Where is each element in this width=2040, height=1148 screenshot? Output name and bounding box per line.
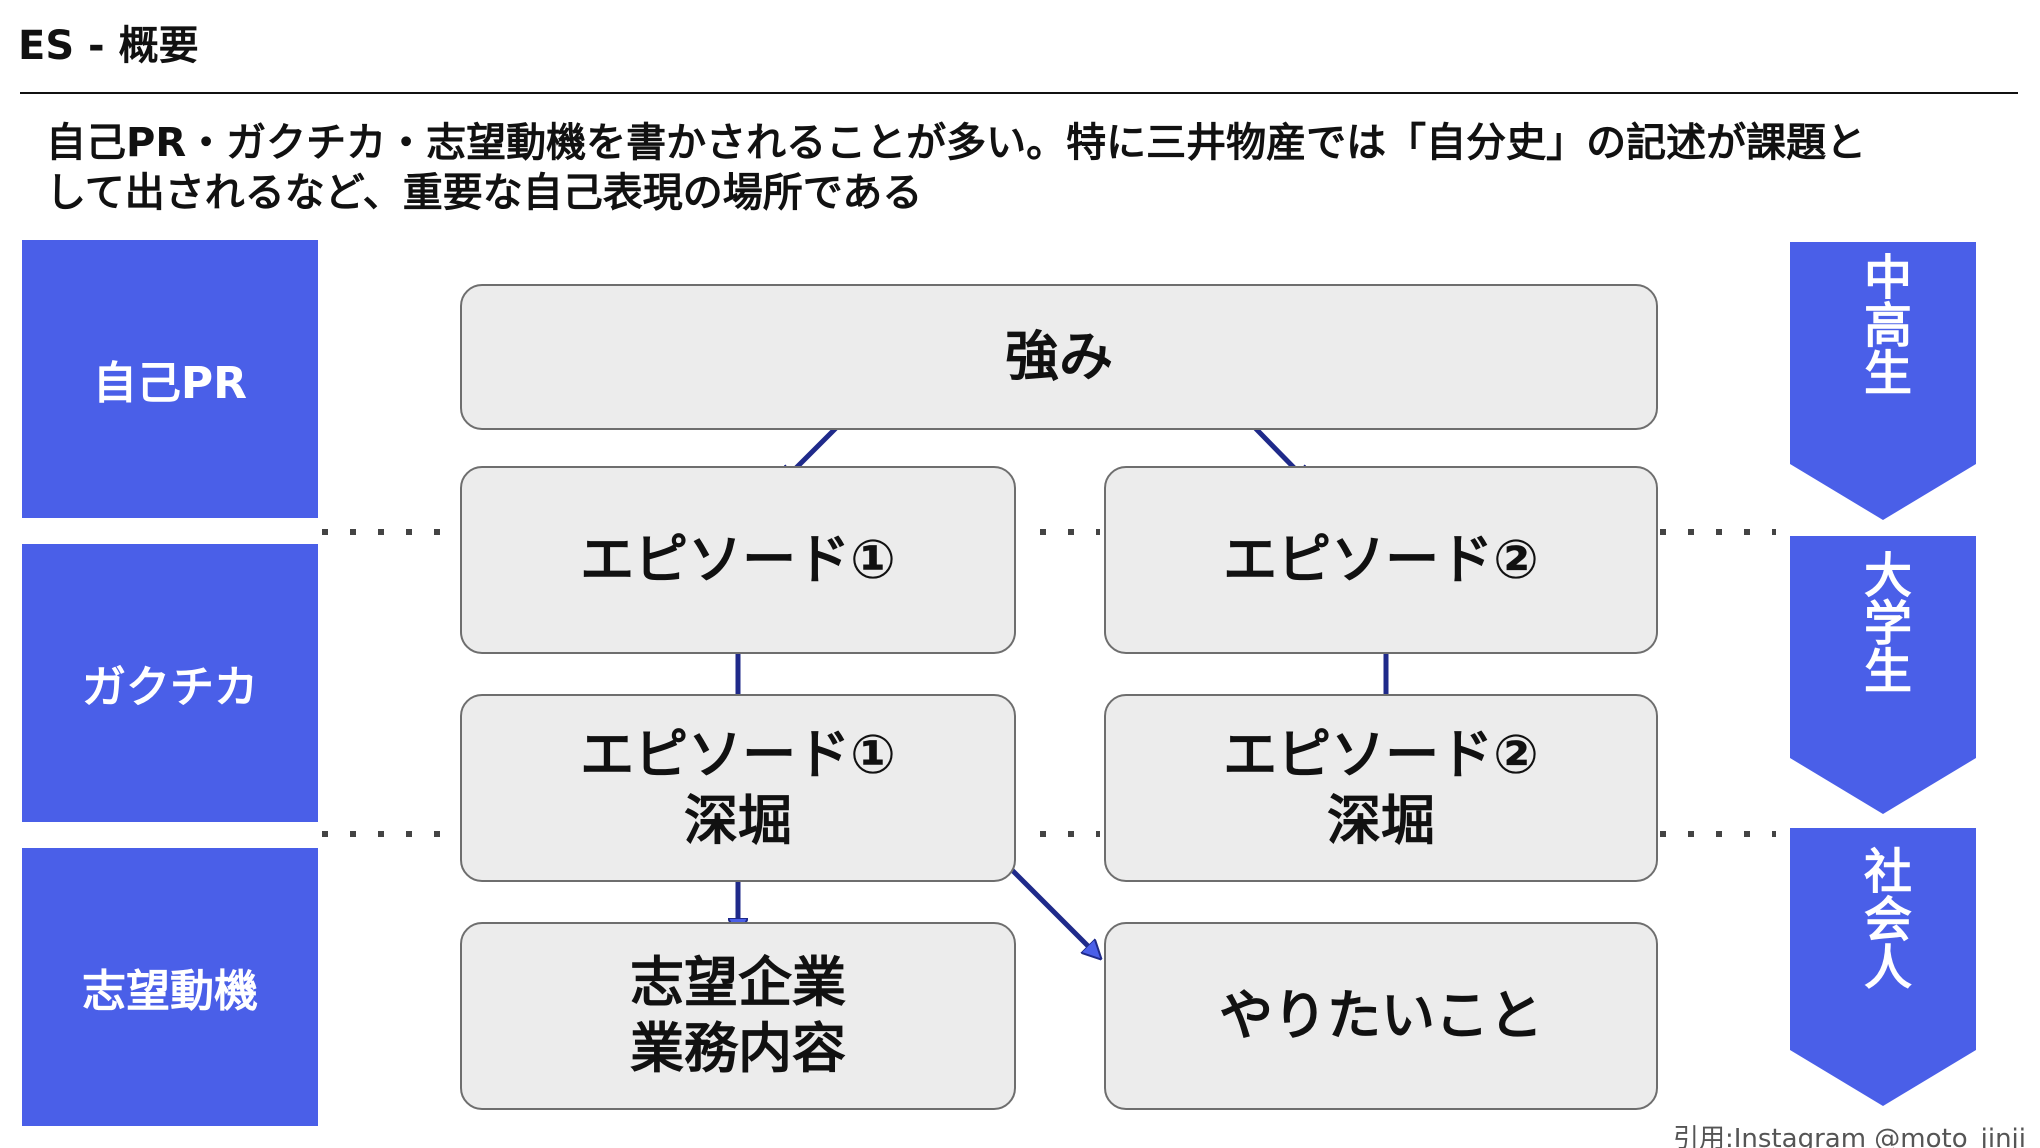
node-episode-2-deep-line1: エピソード② <box>1223 723 1539 786</box>
node-episode-2-deep: エピソード② 深堀 <box>1104 694 1658 882</box>
node-episode-2-deep-line2: 深堀 <box>1327 789 1435 852</box>
source-credit: 引用:Instagram @moto_jinji <box>1672 1124 2026 1148</box>
node-episode-1-deep: エピソード① 深堀 <box>460 694 1016 882</box>
stage-label-self-pr: 自己PR <box>22 240 318 518</box>
chevron-down-shape <box>1790 828 1976 1106</box>
node-episode-2: エピソード② <box>1104 466 1658 654</box>
life-stage-high-school-label: 中高生 <box>1855 252 1911 396</box>
life-stage-working-label: 社会人 <box>1855 846 1911 990</box>
title-divider <box>20 92 2018 94</box>
node-episode-1-deep-line1: エピソード① <box>580 723 896 786</box>
node-strength-label: 強み <box>1005 325 1113 388</box>
summary-text: 自己PR・ガクチカ・志望動機を書かされることが多い。特に三井物産では「自分史」の… <box>46 118 2006 218</box>
summary-line-1: 自己PR・ガクチカ・志望動機を書かされることが多い。特に三井物産では「自分史」の… <box>46 120 1867 166</box>
life-stage-university-label: 大学生 <box>1855 550 1911 694</box>
chevron-down-shape <box>1790 536 1976 814</box>
life-stage-working: 社会人 <box>1790 828 1976 1110</box>
node-episode-2-label: エピソード② <box>1223 528 1539 591</box>
summary-line-2: して出されるなど、重要な自己表現の場所である <box>46 170 923 216</box>
node-episode-1-deep-line2: 深堀 <box>684 789 792 852</box>
arrow-deep-to-want <box>1010 868 1096 954</box>
life-stage-high-school: 中高生 <box>1790 242 1976 524</box>
node-company: 志望企業 業務内容 <box>460 922 1016 1110</box>
chevron-down-shape <box>1790 242 1976 520</box>
stage-label-gakuchika: ガクチカ <box>22 544 318 822</box>
node-company-line1: 志望企業 <box>630 951 846 1014</box>
page-title: ES - 概要 <box>18 23 199 69</box>
node-strength: 強み <box>460 284 1658 430</box>
stage-label-motivation: 志望動機 <box>22 848 318 1126</box>
node-episode-1-label: エピソード① <box>580 528 896 591</box>
node-want-to-do-label: やりたいこと <box>1219 984 1543 1047</box>
node-episode-1: エピソード① <box>460 466 1016 654</box>
node-company-line2: 業務内容 <box>630 1017 846 1080</box>
node-want-to-do: やりたいこと <box>1104 922 1658 1110</box>
life-stage-university: 大学生 <box>1790 536 1976 818</box>
